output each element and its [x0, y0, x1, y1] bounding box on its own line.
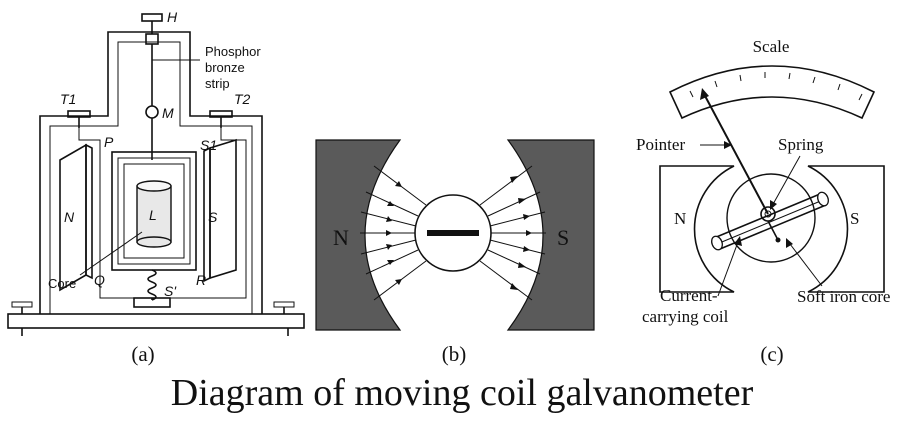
- label-N-a: N: [64, 209, 75, 225]
- label-current-2: carrying coil: [642, 307, 729, 326]
- spring-base: [133, 297, 171, 308]
- label-Q: Q: [94, 272, 105, 288]
- pointer-tip-icon: [700, 88, 709, 100]
- coil-inner: [123, 163, 185, 259]
- terminal-T1: [67, 110, 91, 128]
- field-arrows-right: [510, 176, 532, 290]
- panel-a-galvanometer-construction: H Phosphor bronze strip M T1 T2 N: [7, 9, 305, 366]
- coil-mid: [117, 157, 191, 265]
- spring-lower: [147, 269, 157, 301]
- scale-ticks: [689, 72, 863, 101]
- label-spring: Spring: [778, 135, 824, 154]
- label-L: L: [149, 207, 157, 223]
- soft-iron-cylinder: [136, 180, 172, 248]
- pole-piece-S: [203, 138, 237, 283]
- label-T1: T1: [60, 91, 76, 107]
- field-arrows-left: [386, 181, 402, 285]
- coil-cross-section: [427, 230, 479, 236]
- label-P: P: [104, 134, 114, 150]
- terminal-T2: [209, 110, 233, 128]
- wire-right: [162, 128, 247, 299]
- label-phosphor-1: Phosphor: [205, 44, 261, 59]
- levelling-screw-left: [11, 301, 33, 314]
- label-S1: S1: [200, 137, 217, 153]
- label-core: Core: [48, 276, 76, 291]
- label-current-1: Current-: [660, 286, 718, 305]
- label-S-c: S: [850, 209, 859, 228]
- pole-piece-N: [59, 143, 93, 292]
- leader-spring: [771, 155, 801, 207]
- label-S-prime: S': [164, 283, 177, 299]
- label-soft-iron: Soft iron core: [797, 287, 890, 306]
- scale-arc: [668, 65, 876, 120]
- caption-c: (c): [760, 342, 783, 366]
- magnet-S: [506, 139, 595, 331]
- mirror: [145, 105, 159, 119]
- casing-inner: [49, 41, 253, 314]
- leader-soft-iron: [789, 243, 823, 287]
- label-R: R: [196, 272, 206, 288]
- panel-c-meter-view: Scale N S Pointer Spring Current: [636, 37, 890, 366]
- caption-b: (b): [442, 342, 467, 366]
- label-T2: T2: [234, 91, 251, 107]
- magnet-c-S: [807, 165, 885, 293]
- label-phosphor-2: bronze: [205, 60, 245, 75]
- wire-left: [78, 128, 142, 299]
- label-scale: Scale: [753, 37, 790, 56]
- label-M: M: [162, 105, 174, 121]
- label-S-a: S: [208, 209, 218, 225]
- page-title: Diagram of moving coil galvanometer: [171, 372, 754, 414]
- label-H: H: [167, 9, 178, 25]
- panel-b-radial-field: N S: [315, 139, 595, 366]
- label-S-b: S: [557, 225, 569, 250]
- magnet-c-N: [659, 165, 735, 293]
- field-lines-right: [479, 165, 546, 301]
- label-N-c: N: [674, 209, 686, 228]
- label-N-b: N: [333, 225, 349, 250]
- leader-coil: [717, 241, 739, 297]
- base-plate: [7, 313, 305, 329]
- leader-core: [79, 231, 143, 276]
- torsion-head: [141, 13, 163, 45]
- caption-a: (a): [131, 342, 154, 366]
- label-phosphor-3: strip: [205, 76, 230, 91]
- magnet-N: [315, 139, 402, 331]
- soft-iron-core-c: [726, 173, 816, 263]
- levelling-screw-right: [273, 301, 295, 314]
- casing-outer: [39, 31, 263, 314]
- label-pointer: Pointer: [636, 135, 685, 154]
- pointer: [703, 93, 769, 215]
